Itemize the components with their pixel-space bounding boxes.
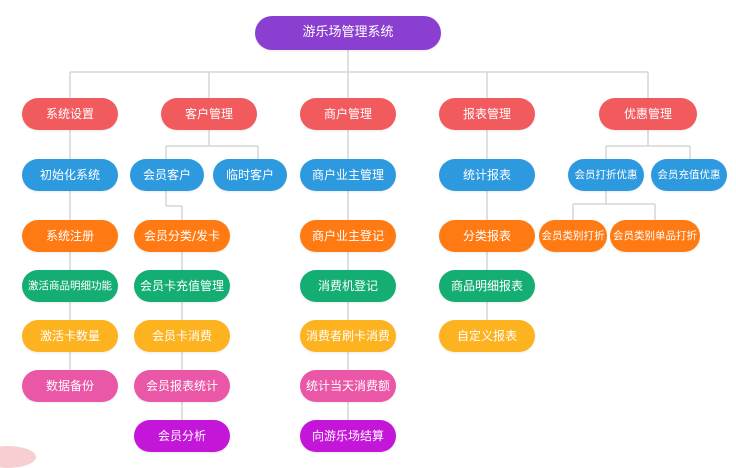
node-member-card-consume: 会员卡消费 <box>134 320 230 352</box>
node-member-report-stats: 会员报表统计 <box>134 370 230 402</box>
node-member-analysis: 会员分析 <box>134 420 230 452</box>
node-pos-register: 消费机登记 <box>300 270 396 302</box>
node-merchant-owner-register: 商户业主登记 <box>300 220 396 252</box>
node-temporary-customer: 临时客户 <box>213 159 287 191</box>
node-init-system: 初始化系统 <box>22 159 118 191</box>
node-customer-management: 客户管理 <box>161 98 257 130</box>
node-activate-card-count: 激活卡数量 <box>22 320 118 352</box>
node-member-customer: 会员客户 <box>130 159 204 191</box>
node-product-detail-report: 商品明细报表 <box>439 270 535 302</box>
node-system-settings: 系统设置 <box>22 98 118 130</box>
node-merchant-owner-management: 商户业主管理 <box>300 159 396 191</box>
node-daily-consumption-stats: 统计当天消费额 <box>300 370 396 402</box>
node-member-category-discount: 会员类别打折 <box>539 220 607 252</box>
root-node-title: 游乐场管理系统 <box>255 16 441 50</box>
node-member-card-recharge: 会员卡充值管理 <box>134 270 230 302</box>
node-discount-management: 优惠管理 <box>599 98 697 130</box>
node-consumer-card-swipe: 消费者刷卡消费 <box>300 320 396 352</box>
node-settle-with-park: 向游乐场结算 <box>300 420 396 452</box>
node-report-management: 报表管理 <box>439 98 535 130</box>
node-member-discount: 会员打折优惠 <box>568 159 644 191</box>
node-merchant-management: 商户管理 <box>300 98 396 130</box>
node-system-register: 系统注册 <box>22 220 118 252</box>
node-activate-product-detail: 激活商品明细功能 <box>22 270 118 302</box>
node-statistics-report: 统计报表 <box>439 159 535 191</box>
node-data-backup: 数据备份 <box>22 370 118 402</box>
node-category-report: 分类报表 <box>439 220 535 252</box>
node-member-category-item-discount: 会员类别单品打折 <box>610 220 700 252</box>
node-custom-report: 自定义报表 <box>439 320 535 352</box>
node-member-recharge-discount: 会员充值优惠 <box>651 159 727 191</box>
node-member-category-issue-card: 会员分类/发卡 <box>134 220 230 252</box>
